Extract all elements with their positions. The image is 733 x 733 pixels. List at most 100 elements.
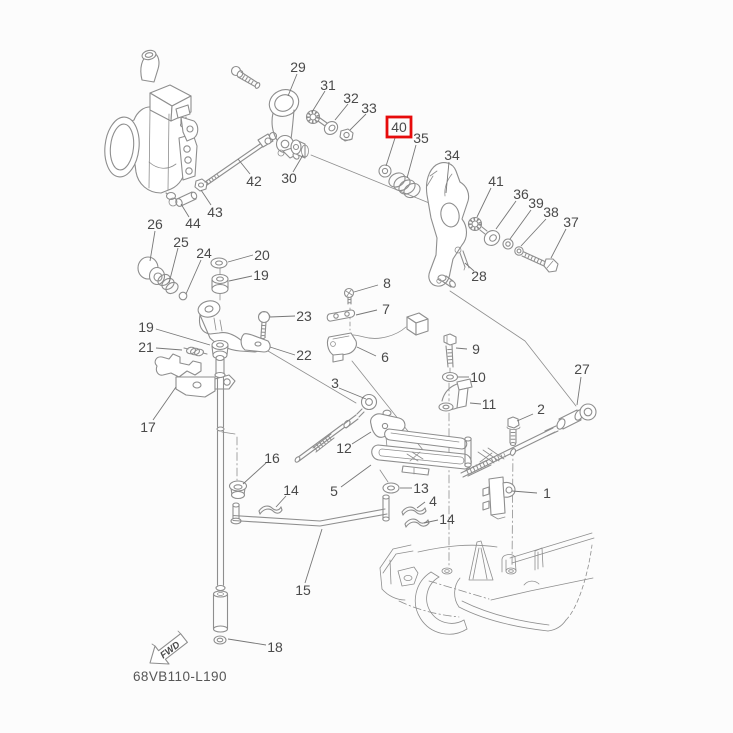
part-label-28[interactable]: 28	[471, 268, 487, 284]
leader-line-23	[269, 315, 296, 318]
part-label-42[interactable]: 42	[246, 173, 262, 189]
part-label-4[interactable]: 4	[429, 493, 437, 509]
part-label-1[interactable]: 1	[543, 485, 551, 501]
leader-line-18	[227, 638, 267, 646]
bracket-17	[154, 353, 236, 398]
part-label-7[interactable]: 7	[382, 301, 390, 317]
fwd-arrow: FWD	[149, 630, 188, 665]
part-label-3[interactable]: 3	[331, 375, 339, 391]
part-label-18[interactable]: 18	[267, 639, 283, 655]
part-label-31[interactable]: 31	[320, 77, 336, 93]
leader-line-43	[200, 189, 212, 206]
leader-line-19	[155, 328, 211, 346]
part-label-15[interactable]: 15	[295, 582, 311, 598]
part-label-32[interactable]: 32	[343, 90, 359, 106]
bolt-23	[257, 310, 271, 340]
screw-36	[479, 226, 501, 246]
detent-plug-26	[137, 256, 166, 286]
part-label-14[interactable]: 14	[283, 482, 299, 498]
part-label-40[interactable]: 40	[391, 119, 407, 135]
part-label-19[interactable]: 19	[253, 267, 269, 283]
part-label-39[interactable]: 39	[528, 195, 544, 211]
part-label-43[interactable]: 43	[207, 204, 223, 220]
part-label-24[interactable]: 24	[196, 245, 212, 261]
cable-joint-27	[556, 403, 597, 430]
leader-line-25	[168, 247, 179, 284]
part-label-14[interactable]: 14	[439, 511, 455, 527]
leader-line-38	[520, 218, 547, 247]
part-label-36[interactable]: 36	[513, 186, 529, 202]
part-label-10[interactable]: 10	[470, 369, 486, 385]
washer-10	[441, 371, 459, 383]
part-label-29[interactable]: 29	[290, 59, 306, 75]
part-label-6[interactable]: 6	[381, 349, 389, 365]
leader-line-17	[152, 386, 177, 421]
spring-21	[183, 346, 208, 357]
bracket-11	[438, 378, 473, 412]
diagram-code: 68VB110-L190	[133, 669, 227, 684]
part-label-35[interactable]: 35	[413, 130, 429, 146]
part-label-11[interactable]: 11	[482, 396, 497, 412]
bottom-cowling-outline	[379, 532, 595, 635]
part-label-22[interactable]: 22	[296, 347, 312, 363]
part-label-19[interactable]: 19	[138, 319, 154, 335]
leader-line-4	[416, 501, 426, 509]
screw-8	[343, 287, 355, 305]
shift-rod-17	[212, 354, 229, 633]
part-label-30[interactable]: 30	[281, 170, 297, 186]
spring-35	[388, 172, 421, 199]
part-label-41[interactable]: 41	[488, 173, 504, 189]
bushing-19-upper	[211, 273, 229, 295]
clip-4	[401, 506, 427, 516]
part-label-20[interactable]: 20	[254, 247, 270, 263]
leader-line-11	[469, 402, 482, 405]
leader-line-36	[495, 200, 517, 230]
part-label-17[interactable]: 17	[140, 419, 156, 435]
ball-24	[178, 291, 188, 301]
nut-33	[339, 128, 354, 142]
leader-line-5	[340, 464, 372, 488]
part-label-21[interactable]: 21	[138, 339, 154, 355]
washer-38	[514, 246, 524, 256]
leader-line-29	[287, 73, 298, 97]
leader-line-42	[237, 158, 251, 175]
part-label-33[interactable]: 33	[361, 100, 377, 116]
leader-line-14	[423, 519, 439, 524]
highlight-box	[385, 115, 413, 139]
leader-line-19	[228, 275, 253, 282]
link-plates-5	[371, 428, 505, 476]
part-label-25[interactable]: 25	[173, 234, 189, 250]
leader-line-31	[311, 90, 326, 113]
link-rod-42	[204, 131, 278, 186]
part-label-5[interactable]: 5	[330, 483, 338, 499]
part-label-16[interactable]: 16	[264, 450, 280, 466]
bolt-9	[443, 333, 457, 368]
shift-arm-34	[425, 162, 470, 288]
cotter-pin-28	[454, 246, 470, 271]
part-label-37[interactable]: 37	[563, 214, 579, 230]
leader-line-6	[356, 346, 377, 357]
o-ring-18	[213, 635, 227, 645]
part-label-2[interactable]: 2	[537, 401, 545, 417]
part-label-26[interactable]: 26	[147, 216, 163, 232]
part-label-38[interactable]: 38	[543, 204, 559, 220]
leader-line-12	[351, 431, 372, 445]
leader-line-40	[385, 137, 396, 167]
washer-40	[378, 164, 392, 178]
part-label-23[interactable]: 23	[296, 308, 312, 324]
plate-7	[326, 309, 356, 322]
leader-line-44	[180, 203, 190, 218]
part-label-13[interactable]: 13	[413, 480, 429, 496]
part-label-9[interactable]: 9	[472, 341, 480, 357]
bracket-1	[482, 476, 516, 520]
leader-line-22	[269, 346, 296, 356]
shift-cable-5	[460, 425, 559, 478]
part-label-12[interactable]: 12	[336, 440, 352, 456]
leader-line-27	[576, 376, 582, 406]
leader-line-37	[550, 228, 567, 259]
part-label-8[interactable]: 8	[383, 275, 391, 291]
part-label-34[interactable]: 34	[444, 147, 460, 163]
part-label-27[interactable]: 27	[574, 361, 590, 377]
lock-washer-31	[305, 109, 321, 125]
part-label-44[interactable]: 44	[185, 215, 201, 231]
